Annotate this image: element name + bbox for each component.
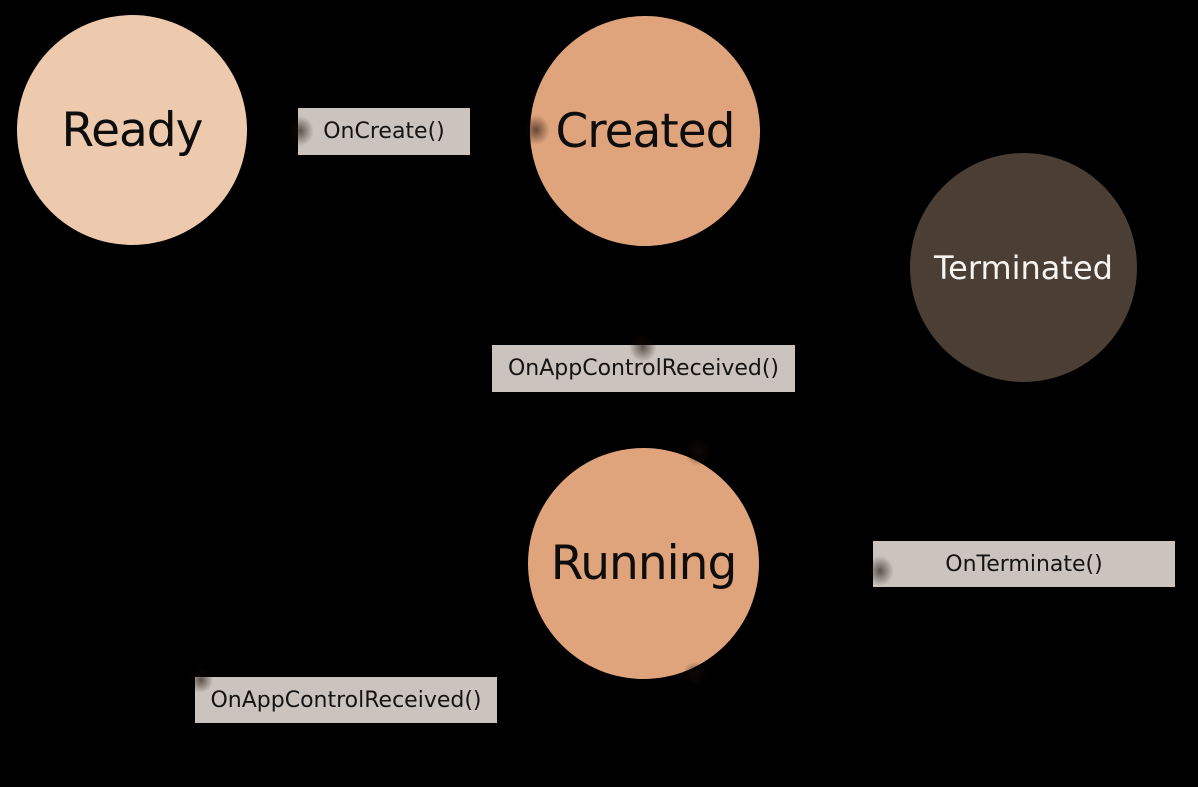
state-created: Created xyxy=(530,16,760,246)
transition-label-onterminate: OnTerminate() xyxy=(873,541,1175,587)
state-ready-label: Ready xyxy=(61,102,204,158)
state-ready: Ready xyxy=(17,15,247,245)
transition-onappcontrolreceived-middle-text: OnAppControlReceived() xyxy=(507,356,780,381)
state-terminated: Terminated xyxy=(910,153,1137,382)
transition-onterminate-text: OnTerminate() xyxy=(945,551,1103,577)
state-running: Running xyxy=(528,448,759,679)
transition-oncreate-text: OnCreate() xyxy=(323,119,445,144)
transition-label-onappcontrolreceived-bottom: OnAppControlReceived() xyxy=(195,677,497,723)
transition-label-oncreate: OnCreate() xyxy=(298,108,470,155)
state-created-label: Created xyxy=(555,103,735,159)
state-terminated-label: Terminated xyxy=(934,248,1113,287)
transition-onappcontrolreceived-bottom-text: OnAppControlReceived() xyxy=(210,687,482,713)
state-running-label: Running xyxy=(550,536,738,591)
transition-label-onappcontrolreceived-middle: OnAppControlReceived() xyxy=(492,345,795,392)
